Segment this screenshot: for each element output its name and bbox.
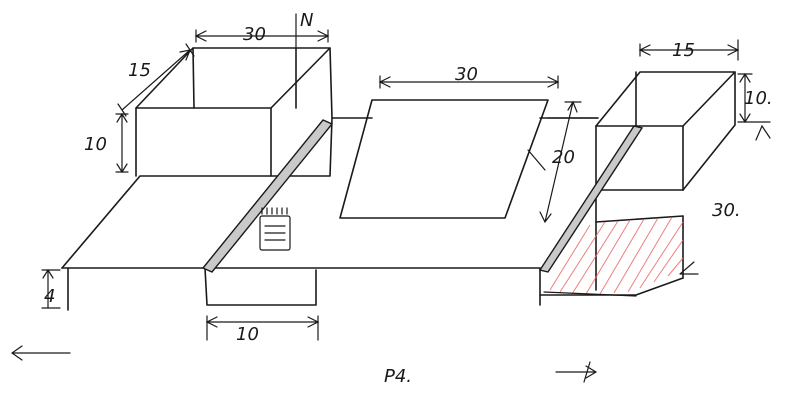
- label-left-box-width: 30: [243, 24, 266, 45]
- label-page: P4.: [384, 366, 412, 387]
- label-left-box-depth: 15: [128, 60, 151, 81]
- right-box: [539, 71, 736, 296]
- left-box: [135, 47, 333, 177]
- label-right-box-width: 15: [672, 40, 695, 61]
- dimension-lines: [10, 13, 771, 383]
- label-right-box-height: 10.: [744, 88, 773, 109]
- right-groove: [538, 125, 644, 273]
- label-left-box-height: 10: [84, 134, 107, 155]
- left-groove: [201, 119, 334, 273]
- label-bottom-width: 10: [236, 324, 259, 345]
- label-slab-width: 30: [455, 64, 478, 85]
- middle-slab: [339, 99, 599, 219]
- label-slab-depth: 20: [552, 147, 575, 168]
- label-right-box-depth: 30.: [712, 200, 741, 221]
- base-plate: [61, 117, 599, 311]
- red-hatch-pocket: [543, 216, 684, 297]
- label-base-thickness: 4: [44, 286, 55, 307]
- comb-part-icon: [259, 207, 291, 251]
- label-left-box-mark: N: [300, 10, 313, 31]
